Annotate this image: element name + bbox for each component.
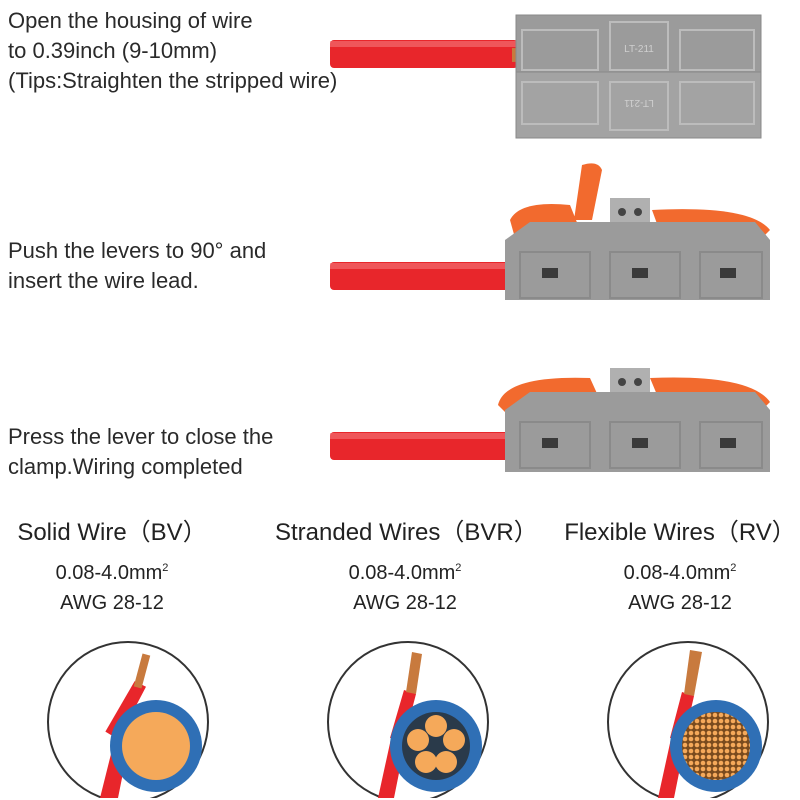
model-label-bottom: LT-211 bbox=[624, 97, 654, 108]
connector-housing bbox=[505, 222, 770, 300]
step-2-line-1: Push the levers to 90° and bbox=[8, 238, 267, 263]
wire-name: Solid Wire bbox=[17, 519, 127, 546]
strand bbox=[435, 751, 457, 773]
copper-strands bbox=[406, 652, 422, 694]
wire-type-title: Solid Wire（BV） bbox=[17, 518, 207, 546]
copper-strands bbox=[684, 650, 702, 696]
strand bbox=[407, 729, 429, 751]
fine-strands-core bbox=[682, 712, 750, 780]
step-3-line-2: clamp.Wiring completed bbox=[8, 454, 243, 479]
lever-raised bbox=[574, 163, 602, 220]
model-label-top: LT-211 bbox=[624, 44, 654, 55]
step-2-connector-illustration bbox=[330, 163, 770, 300]
strand bbox=[415, 751, 437, 773]
strand bbox=[443, 729, 465, 751]
step-3-line-1: Press the lever to close the bbox=[8, 424, 274, 449]
step-1-instruction: Open the housing of wire to 0.39inch (9-… bbox=[8, 6, 337, 96]
wire-cross-section: 0.08-4.0mm2 bbox=[623, 562, 737, 584]
wire-code: BVR bbox=[464, 519, 514, 546]
strand bbox=[425, 715, 447, 737]
flexible-wire-illustration bbox=[607, 641, 769, 798]
copper-core bbox=[133, 653, 151, 689]
step-1-connector-illustration: LT-211 LT-211 bbox=[330, 14, 762, 139]
step-2-line-2: insert the wire lead. bbox=[8, 268, 199, 293]
step-1-line-1: Open the housing of wire bbox=[8, 8, 253, 33]
wire-type-title: Stranded Wires（BVR） bbox=[275, 518, 538, 546]
stranded-wire-illustration bbox=[327, 641, 489, 798]
connector-housing bbox=[505, 392, 770, 472]
wire-type-stranded: Stranded Wires（BVR） 0.08-4.0mm2 AWG 28-1… bbox=[275, 512, 538, 618]
wire-type-title: Flexible Wires（RV） bbox=[564, 518, 796, 546]
step-3-instruction: Press the lever to close the clamp.Wirin… bbox=[8, 422, 273, 482]
wire-code: RV bbox=[738, 519, 772, 546]
wire-name: Flexible Wires bbox=[564, 519, 715, 546]
wire-cross-section: 0.08-4.0mm2 bbox=[348, 562, 462, 584]
wire-cross-section: 0.08-4.0mm2 bbox=[55, 562, 169, 584]
wire-name: Stranded Wires bbox=[275, 519, 441, 546]
step-1-line-2: to 0.39inch (9-10mm) bbox=[8, 38, 218, 63]
wire-type-flexible: Flexible Wires（RV） 0.08-4.0mm2 AWG 28-12 bbox=[550, 512, 800, 618]
solid-core bbox=[122, 712, 190, 780]
wire-awg: AWG 28-12 bbox=[353, 592, 457, 614]
solid-wire-illustration bbox=[47, 641, 209, 798]
wire-awg: AWG 28-12 bbox=[60, 592, 164, 614]
step-2-instruction: Push the levers to 90° and insert the wi… bbox=[8, 236, 266, 296]
step-1-line-3: (Tips:Straighten the stripped wire) bbox=[8, 68, 338, 93]
step-3-connector-illustration bbox=[330, 368, 770, 472]
wire-type-solid: Solid Wire（BV） 0.08-4.0mm2 AWG 28-12 bbox=[0, 512, 242, 618]
wire-code: BV bbox=[150, 519, 183, 546]
wire-awg: AWG 28-12 bbox=[628, 592, 732, 614]
